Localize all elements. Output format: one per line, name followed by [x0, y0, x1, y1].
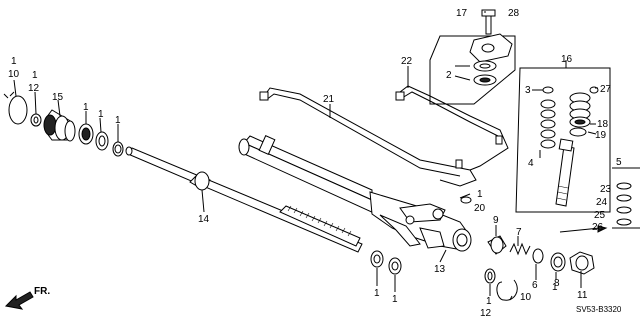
callout: 9: [493, 215, 499, 226]
callout: 1: [115, 115, 121, 126]
callout: 25: [594, 210, 606, 221]
feed-pipes: [259, 85, 509, 187]
callout: 28: [508, 8, 520, 19]
left-end-parts: [3, 91, 124, 157]
callout: 4: [528, 158, 534, 169]
callout: 12: [28, 83, 40, 94]
callout: 26: [592, 222, 604, 233]
front-direction-arrow: FR.: [4, 286, 50, 310]
callout: 6: [532, 280, 538, 291]
callout: 15: [52, 92, 64, 103]
callout: 12: [480, 308, 492, 319]
pinion-valve-group: [515, 67, 611, 213]
leader-lines: [13, 11, 598, 301]
callout: 18: [597, 119, 609, 130]
callout: 24: [596, 197, 608, 208]
callout: 23: [600, 184, 612, 195]
callout: 13: [434, 264, 446, 275]
callout: 1: [392, 294, 398, 305]
callout: 10: [8, 69, 20, 80]
callout: 1: [32, 70, 38, 81]
callout: 1: [83, 102, 89, 113]
callout: 2: [446, 70, 452, 81]
callout: 8: [554, 278, 560, 289]
callout: 1: [477, 189, 483, 200]
rack-housing: [238, 134, 472, 252]
callout: 27: [600, 84, 612, 95]
callout: 19: [595, 130, 607, 141]
callout: 16: [561, 54, 573, 65]
callout: 5: [616, 157, 622, 168]
callout: 1: [11, 56, 17, 67]
callout: 21: [323, 94, 335, 105]
callout: 10: [520, 292, 532, 303]
callout: 1: [374, 288, 380, 299]
callout: 1: [552, 282, 558, 293]
callout: 20: [474, 203, 486, 214]
diagram-code: SV53-B3320: [576, 305, 622, 314]
rack-shaft: [125, 146, 363, 253]
callout: 14: [198, 214, 210, 225]
callout: 11: [577, 290, 588, 301]
callout: 22: [401, 56, 413, 67]
callout: 3: [525, 85, 531, 96]
callout: 1: [486, 296, 492, 307]
front-direction-label: FR.: [34, 286, 50, 297]
callout: 17: [456, 8, 468, 19]
valve-body-group: [429, 9, 516, 105]
callout: 7: [516, 227, 522, 238]
callout-labels: 1 10 1 12 15 1 1 1 14 21 22 17 28 2 16 3…: [8, 8, 622, 319]
seal-kit-group: [559, 167, 640, 233]
lower-right-parts: [370, 196, 595, 301]
callout: 1: [98, 109, 104, 120]
